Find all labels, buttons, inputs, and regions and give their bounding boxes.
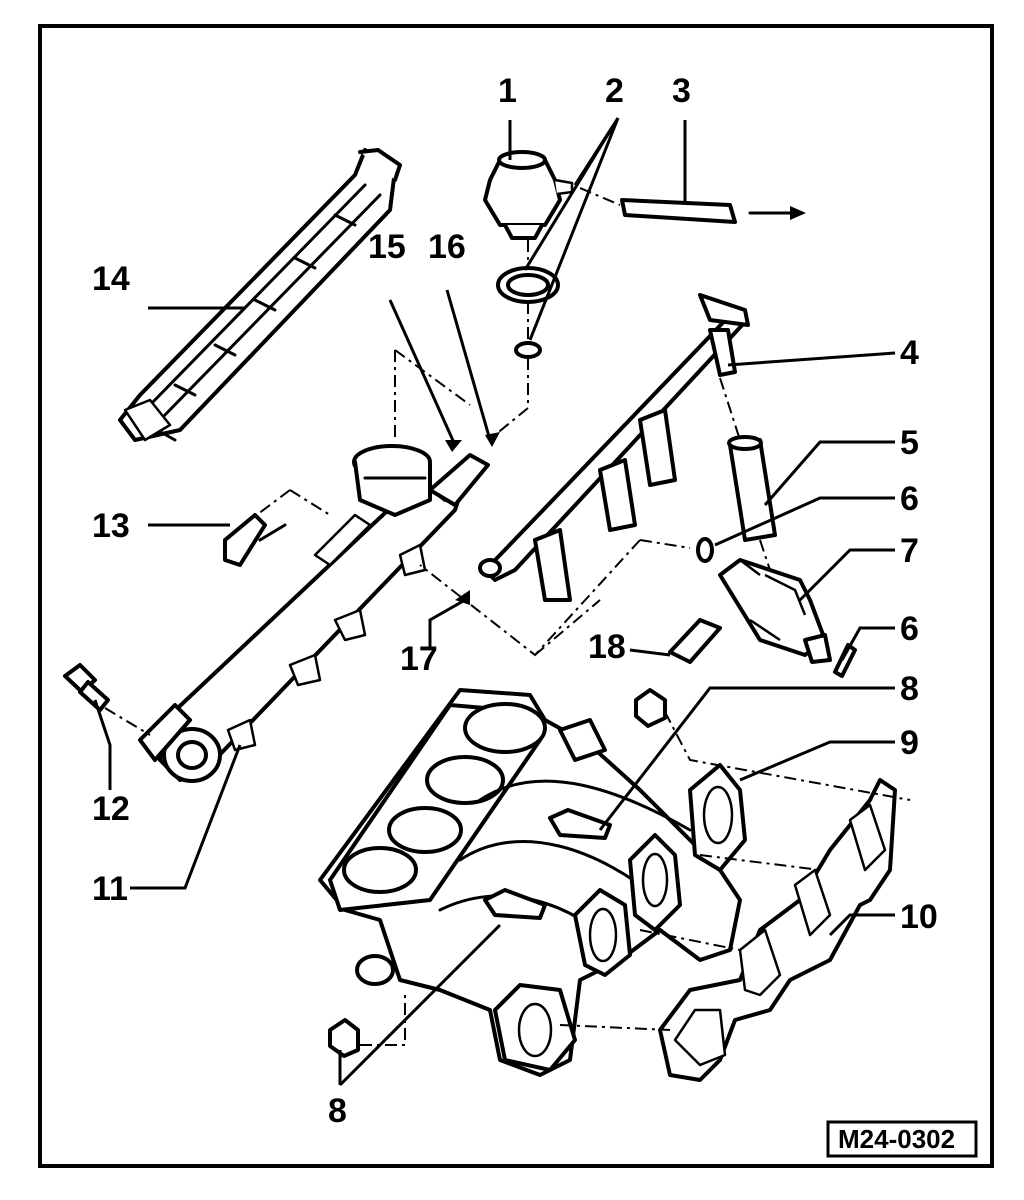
part-5-sleeve bbox=[727, 435, 777, 542]
callout-5: 5 bbox=[900, 424, 919, 462]
part-11-fuel-distributor bbox=[138, 444, 490, 783]
callout-6a: 6 bbox=[900, 480, 919, 518]
callout-7: 7 bbox=[900, 532, 919, 570]
callout-16: 16 bbox=[428, 228, 466, 266]
intake-manifold bbox=[318, 688, 747, 1077]
part-10-gasket bbox=[658, 778, 897, 1082]
part-12-bolt bbox=[63, 663, 110, 712]
part-13-clip bbox=[223, 513, 287, 567]
callout-2: 2 bbox=[605, 72, 624, 110]
callout-8b: 8 bbox=[328, 1092, 347, 1130]
assembly-lines bbox=[104, 187, 911, 1046]
callout-13: 13 bbox=[92, 507, 130, 545]
direction-arrows bbox=[445, 432, 500, 605]
callout-3: 3 bbox=[672, 72, 691, 110]
callout-10: 10 bbox=[900, 898, 938, 936]
part-3-vacuum-hose bbox=[620, 198, 806, 224]
part-6-o-ring-upper bbox=[696, 537, 714, 563]
part-7-injector bbox=[718, 558, 832, 664]
callout-1: 1 bbox=[498, 72, 517, 110]
callout-8a: 8 bbox=[900, 670, 919, 708]
part-8-studs-nuts bbox=[328, 688, 667, 1058]
callout-18: 18 bbox=[588, 628, 626, 666]
callout-4: 4 bbox=[900, 334, 919, 372]
callout-17: 17 bbox=[400, 640, 438, 678]
callout-11: 11 bbox=[92, 870, 128, 908]
callout-14: 14 bbox=[92, 260, 130, 298]
figure-code-box: M24-0302 bbox=[826, 1120, 978, 1158]
callout-15: 15 bbox=[368, 228, 406, 266]
leader-lines bbox=[93, 117, 896, 1087]
callout-6b: 6 bbox=[900, 610, 919, 648]
figure-code: M24-0302 bbox=[838, 1124, 955, 1154]
callout-12: 12 bbox=[92, 790, 130, 828]
part-14-rail-cover bbox=[118, 148, 402, 442]
part-18-clip bbox=[668, 618, 722, 664]
callout-labels: 1 2 3 4 5 6 7 6 8 9 10 11 12 13 14 15 16… bbox=[92, 72, 938, 1130]
callout-9: 9 bbox=[900, 724, 919, 762]
